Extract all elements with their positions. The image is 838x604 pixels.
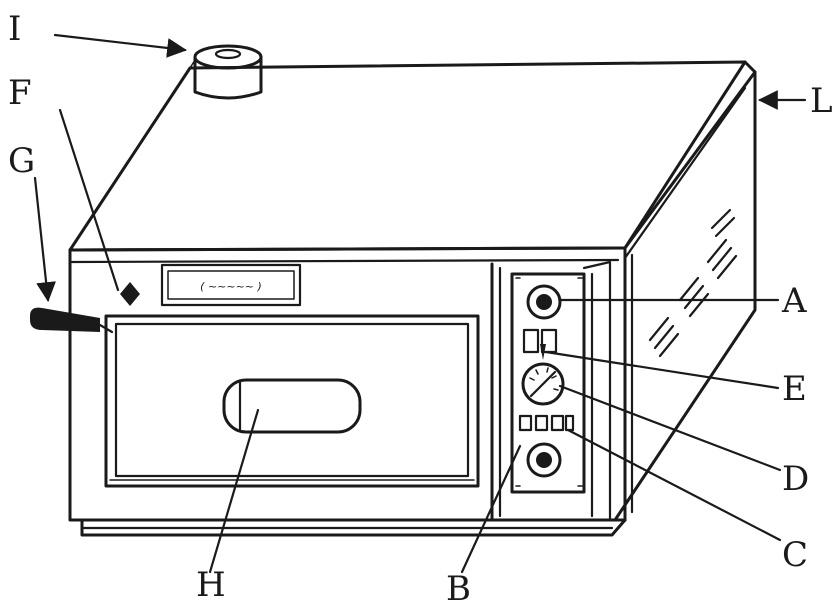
label-G: G	[8, 141, 35, 181]
leader-H	[208, 408, 260, 574]
leader-F	[58, 108, 120, 292]
label-A: A	[781, 281, 807, 321]
control-panel	[490, 260, 612, 522]
chimney-vent	[193, 44, 263, 100]
bottom-control-knob	[526, 442, 562, 478]
label-L: L	[810, 81, 833, 121]
label-I: I	[8, 9, 21, 49]
callout-labels: I F G L A E D C B H	[8, 9, 833, 604]
power-switch	[522, 328, 558, 360]
label-F: F	[8, 73, 32, 113]
leader-E	[544, 350, 780, 390]
indicator-diamond	[120, 282, 140, 306]
leader-B	[460, 444, 522, 574]
leader-G	[33, 176, 56, 302]
oven-right-side	[613, 60, 757, 522]
thermometer-dial	[521, 362, 565, 406]
leader-lines	[33, 33, 807, 574]
leader-C	[566, 428, 782, 542]
label-E: E	[782, 369, 807, 409]
label-C: C	[782, 535, 808, 575]
oven-door	[104, 314, 480, 488]
label-B: B	[446, 569, 471, 604]
leader-D	[558, 384, 782, 472]
leader-I	[53, 33, 187, 58]
top-control-knob	[526, 284, 562, 320]
nameplate-text: ( ~~~~~ )	[200, 280, 262, 293]
nameplate: ( ~~~~~ )	[160, 263, 302, 307]
viewing-window	[222, 378, 362, 434]
door-handle	[30, 307, 114, 334]
label-H: H	[196, 565, 226, 604]
label-D: D	[782, 459, 809, 499]
indicator-lights	[518, 414, 575, 432]
oven-front	[68, 246, 627, 537]
side-vent-slots	[648, 208, 738, 358]
